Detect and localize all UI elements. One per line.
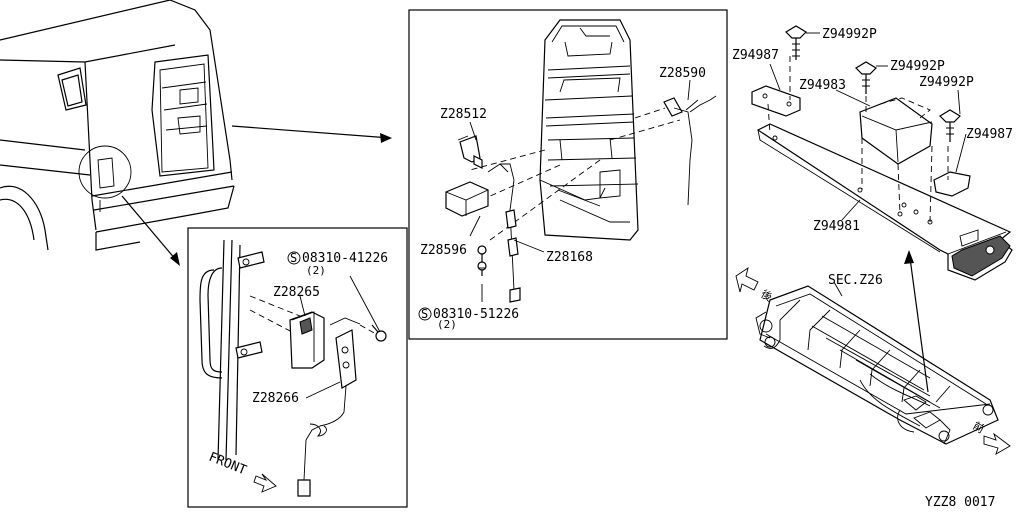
z28266-leader [305, 381, 341, 399]
z28512-label: Z28512 [440, 107, 487, 122]
handle-detail-frame [187, 227, 408, 508]
callout-arrow-to-tailgate-detail [231, 125, 392, 143]
z28168-label: Z28168 [546, 250, 593, 265]
z94987-b-leader [955, 133, 967, 173]
z28590-label: Z28590 [659, 66, 706, 81]
z94987-b-label: Z94987 [966, 127, 1013, 142]
z94992p-a-label: Z94992P [822, 27, 877, 42]
s-mark-text: S [421, 307, 428, 321]
z28265-leader [299, 295, 306, 317]
z28596-label: Z28596 [420, 243, 467, 258]
z94992p-c-label: Z94992P [919, 75, 974, 90]
z94983-label: Z94983 [799, 78, 846, 93]
tailgate-detail-frame [408, 9, 728, 340]
s-mark-text: S [290, 251, 297, 265]
z94992p-c-leader [957, 89, 961, 115]
front-direction-label: 前 [971, 418, 988, 436]
s-mark-badge: S [418, 307, 432, 321]
bolt-41226-label: 08310-41226 [302, 251, 388, 266]
bolt-51226-qty: (2) [437, 318, 457, 331]
z94992p-b-label: Z94992P [890, 59, 945, 74]
z94981-leader [841, 199, 861, 221]
vehicle-rear-illustration [0, 0, 235, 251]
floor-panel-illustration [751, 25, 1013, 281]
tailgate-detail-illustration [445, 19, 717, 303]
z94987-a-leader [769, 63, 781, 91]
z28596-leader [469, 215, 481, 237]
z94983-leader [835, 89, 871, 107]
sec-z26-leader [833, 281, 843, 297]
handle-detail-illustration [199, 239, 387, 497]
bolt-51226-label: 08310-51226 [433, 307, 519, 322]
z28266-label: Z28266 [252, 391, 299, 406]
z94987-a-label: Z94987 [732, 48, 779, 63]
frame-illustration [755, 285, 999, 445]
callout-arrow-to-handle-detail [121, 195, 180, 266]
front-label: FRONT [207, 450, 249, 479]
z28590-leader [687, 79, 691, 101]
s-mark-badge: S [287, 251, 301, 265]
sec-z26-label: SEC.Z26 [828, 273, 883, 288]
rear-direction-marker: 後 [735, 266, 776, 304]
rear-direction-label: 後 [759, 286, 776, 304]
diagram-code: YZZ8 0017 [925, 495, 995, 510]
bolt-41226-leader [349, 275, 381, 333]
z28265-label: Z28265 [273, 285, 320, 300]
front-direction-indicator: FRONT [207, 450, 277, 493]
z28512-leader [469, 121, 477, 141]
assembly-arrow-up [904, 250, 929, 393]
bolt-41226-qty: (2) [306, 264, 326, 277]
z28168-leader [513, 239, 545, 253]
z94981-label: Z94981 [813, 219, 860, 234]
